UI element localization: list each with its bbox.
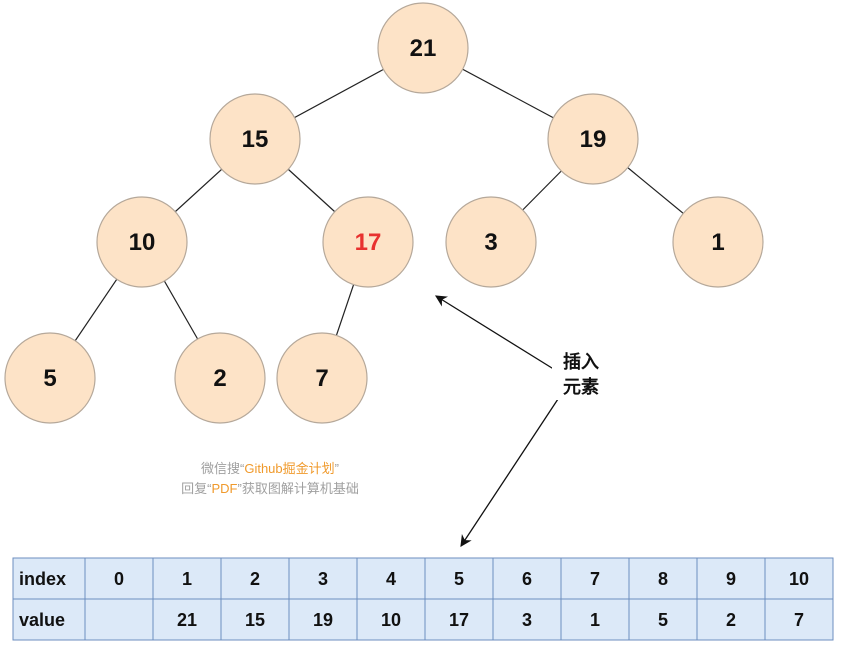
tree-node-circle (377, 2, 469, 94)
tree-node: 7 (276, 332, 368, 424)
arrow-to-tree (435, 295, 561, 374)
index-row-cell-value: 6 (522, 569, 532, 589)
tree-node-circle (96, 196, 188, 288)
index-row-cell (424, 557, 494, 600)
index-row-cell-value: 0 (114, 569, 124, 589)
value-row-cell (356, 598, 426, 641)
tree-node-label: 19 (580, 126, 607, 153)
index-row-cell-value: 3 (318, 569, 328, 589)
value-row-cell-value: 2 (726, 610, 736, 630)
index-row-cell (220, 557, 290, 600)
tree-node-circle (276, 332, 368, 424)
tree-node-circle (322, 196, 414, 288)
value-row-cell (152, 598, 222, 641)
inserted-node-label: 17 (355, 229, 382, 256)
tree-node: 5 (4, 332, 96, 424)
tree-node: 21 (377, 2, 469, 94)
tree-node-label: 15 (242, 126, 269, 153)
tree-node: 10 (96, 196, 188, 288)
value-row-cell (220, 598, 290, 641)
tree-node-label: 1 (711, 229, 724, 256)
value-row-cell (84, 598, 154, 641)
value-row-cell (628, 598, 698, 641)
arrow-to-table (460, 395, 561, 547)
value-row-cell-value: 3 (522, 610, 532, 630)
index-row-cell-value: 4 (386, 569, 396, 589)
index-row-cell (152, 557, 222, 600)
value-row-cell-value: 5 (658, 610, 668, 630)
value-row-cell-value: 7 (794, 610, 804, 630)
value-row-header-cell (12, 598, 86, 641)
tree-node-circle (445, 196, 537, 288)
index-row-cell-value: 1 (182, 569, 192, 589)
tree-node: 3 (445, 196, 537, 288)
annotation-label-line2: 元素 (563, 377, 599, 397)
tree-node-label: 7 (315, 365, 328, 392)
value-row-cell-value: 1 (590, 610, 600, 630)
tree-node: 15 (209, 93, 301, 185)
insert-annotation: 插入 元素 (435, 295, 610, 547)
value-row-cell (288, 598, 358, 641)
index-row-cell-value: 2 (250, 569, 260, 589)
tree-node-label: 21 (410, 35, 437, 62)
index-row-cell-value: 7 (590, 569, 600, 589)
annotation-label-line1: 插入 (563, 351, 599, 372)
index-row-header: index (19, 569, 66, 589)
value-row-cell-value: 19 (313, 610, 333, 630)
watermark: 微信搜“Github掘金计划” 回复“PDF”获取图解计算机基础 (181, 461, 359, 496)
index-row-cell-value: 9 (726, 569, 736, 589)
index-row-cell (356, 557, 426, 600)
tree-node-label: 10 (129, 229, 156, 256)
value-row-cell (696, 598, 766, 641)
value-row-header: value (19, 610, 65, 630)
value-row-cell-value: 17 (449, 610, 469, 630)
value-row-cell-value: 15 (245, 610, 265, 630)
tree-node-circle (547, 93, 639, 185)
tree-node: 2 (174, 332, 266, 424)
index-row-cell (764, 557, 834, 600)
tree-node-label: 2 (213, 365, 226, 392)
tree-node-label: 3 (484, 229, 497, 256)
index-row-cell-value: 5 (454, 569, 464, 589)
value-row-cell (764, 598, 834, 641)
index-row-cell (288, 557, 358, 600)
index-row-cell-value: 10 (789, 569, 809, 589)
index-row-cell (492, 557, 562, 600)
tree-node-label: 5 (43, 365, 56, 392)
tree-node: 17 (322, 196, 414, 288)
tree-node-circle (672, 196, 764, 288)
index-row-cell (628, 557, 698, 600)
tree-node-circle (4, 332, 96, 424)
value-row-cell-value: 21 (177, 610, 197, 630)
tree-node: 1 (672, 196, 764, 288)
tree-node-circle (209, 93, 301, 185)
index-row-cell (560, 557, 630, 600)
index-row-cell-value: 8 (658, 569, 668, 589)
value-row-cell (560, 598, 630, 641)
tree-node: 19 (547, 93, 639, 185)
watermark-line1: 微信搜“Github掘金计划” (201, 461, 339, 476)
watermark-line2: 回复“PDF”获取图解计算机基础 (181, 481, 359, 496)
index-row-header-cell (12, 557, 86, 600)
tree-node-circle (174, 332, 266, 424)
value-row-cell-value: 10 (381, 610, 401, 630)
